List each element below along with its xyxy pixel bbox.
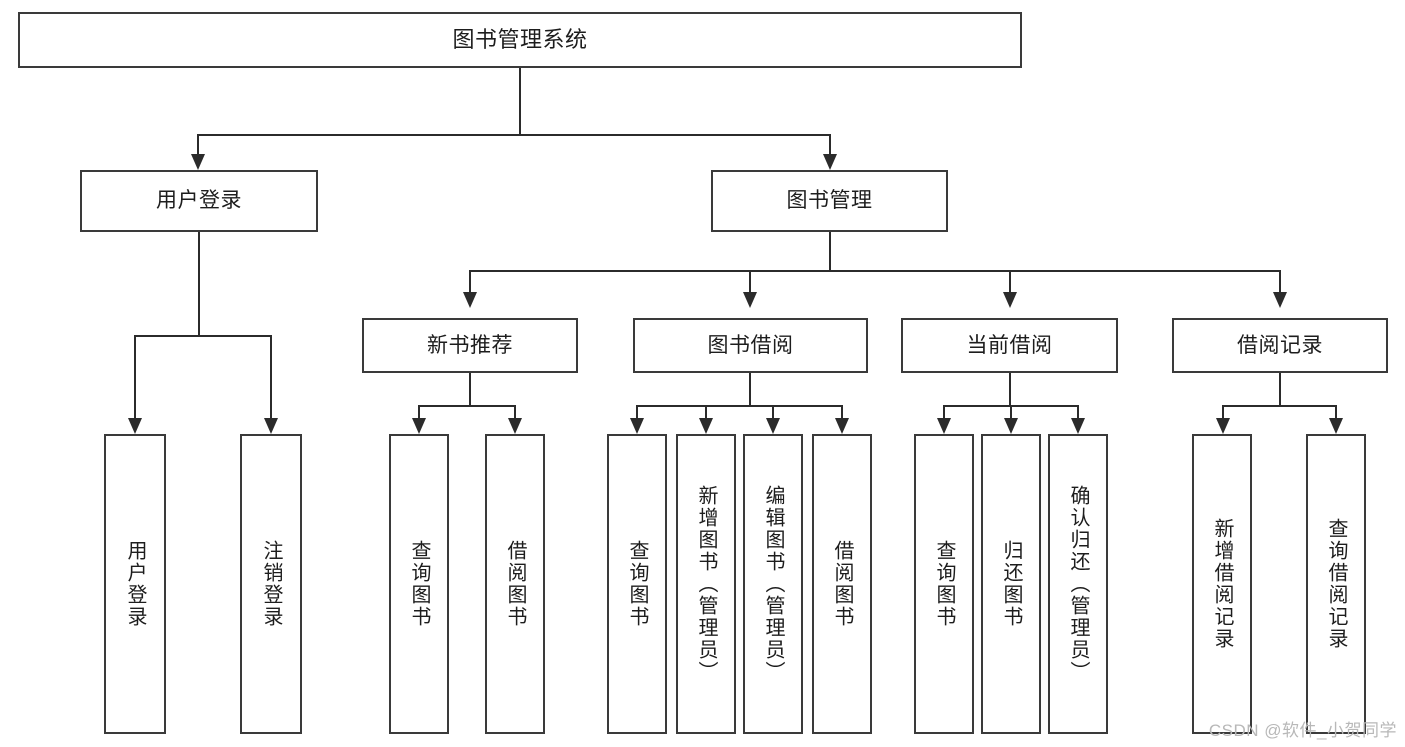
leaf-current-query-book[interactable]: 查询图书 [914,434,974,734]
edge-root-to-login [197,134,199,156]
edge-login-stem [198,232,200,336]
node-borrow-records-label: 借阅记录 [1237,333,1323,357]
edge-records-stem [1279,373,1281,407]
leaf-borrow-borrow-book[interactable]: 借阅图书 [812,434,872,734]
edge-current-stem [1009,373,1011,407]
leaf-current-confirm-return[interactable]: 确认归还（管理员） [1048,434,1108,734]
node-book-borrow[interactable]: 图书借阅 [633,318,868,373]
edge-books-bus [469,270,1281,272]
leaf-user-login[interactable]: 用户登录 [104,434,166,734]
arrow-login-to-leaf-1 [128,418,142,434]
arrow-current-to-leaf-3 [1071,418,1085,434]
arrow-current-to-leaf-2 [1004,418,1018,434]
leaf-borrow-query-book[interactable]: 查询图书 [607,434,667,734]
arrow-recommend-to-leaf-2 [508,418,522,434]
edge-root-stem [519,68,521,135]
edge-books-stem [829,232,831,272]
edge-recommend-to-leaf-1 [418,405,420,420]
edge-login-bus [134,335,271,337]
edge-borrow-to-leaf-3 [772,405,774,420]
node-user-login[interactable]: 用户登录 [80,170,318,232]
node-user-login-label: 用户登录 [156,189,242,213]
arrow-current-to-leaf-1 [937,418,951,434]
arrow-books-to-l3-2 [743,292,757,308]
edge-books-to-l3-1 [469,270,471,294]
leaf-borrow-edit-book[interactable]: 编辑图书（管理员） [743,434,803,734]
node-borrow-records[interactable]: 借阅记录 [1172,318,1388,373]
node-current-borrow-label: 当前借阅 [966,333,1053,357]
node-new-book-recommend-label: 新书推荐 [427,333,513,357]
node-book-management[interactable]: 图书管理 [711,170,948,232]
arrow-login-to-leaf-2 [264,418,278,434]
arrow-books-to-l3-1 [463,292,477,308]
node-book-borrow-label: 图书借阅 [707,333,794,357]
arrow-books-to-l3-3 [1003,292,1017,308]
node-current-borrow[interactable]: 当前借阅 [901,318,1118,373]
edge-records-to-leaf-2 [1335,405,1337,420]
edge-current-to-leaf-3 [1077,405,1079,420]
arrow-records-to-leaf-2 [1329,418,1343,434]
arrow-recommend-to-leaf-1 [412,418,426,434]
edge-login-to-leaf-2 [270,335,272,420]
node-root-label: 图书管理系统 [452,26,588,52]
leaf-records-add-record-label: 新增借阅记录 [1211,518,1233,650]
leaf-recommend-borrow-book[interactable]: 借阅图书 [485,434,545,734]
arrow-borrow-to-leaf-1 [630,418,644,434]
edge-borrow-to-leaf-4 [841,405,843,420]
node-new-book-recommend[interactable]: 新书推荐 [362,318,578,373]
edge-books-to-l3-3 [1009,270,1011,294]
edge-records-to-leaf-1 [1222,405,1224,420]
node-root[interactable]: 图书管理系统 [18,12,1022,68]
arrow-root-to-books [823,154,837,170]
node-book-management-label: 图书管理 [786,189,873,213]
leaf-user-login-label: 用户登录 [124,540,146,628]
arrow-borrow-to-leaf-4 [835,418,849,434]
edge-root-bus [197,134,831,136]
edge-current-to-leaf-1 [943,405,945,420]
edge-recommend-bus [418,405,516,407]
leaf-current-return-book[interactable]: 归还图书 [981,434,1041,734]
arrow-root-to-login [191,154,205,170]
leaf-recommend-query-book-label: 查询图书 [408,540,430,628]
leaf-records-query-record[interactable]: 查询借阅记录 [1306,434,1366,734]
edge-root-to-books [829,134,831,156]
edge-recommend-to-leaf-2 [514,405,516,420]
leaf-borrow-query-book-label: 查询图书 [626,540,648,628]
arrow-books-to-l3-4 [1273,292,1287,308]
leaf-current-return-book-label: 归还图书 [1000,540,1022,628]
leaf-logout[interactable]: 注销登录 [240,434,302,734]
leaf-borrow-edit-book-label: 编辑图书（管理员） [762,485,784,683]
edge-borrow-to-leaf-2 [705,405,707,420]
edge-books-to-l3-2 [749,270,751,294]
edge-borrow-stem [749,373,751,407]
leaf-current-confirm-return-label: 确认归还（管理员） [1067,485,1089,683]
edge-borrow-to-leaf-1 [636,405,638,420]
leaf-records-add-record[interactable]: 新增借阅记录 [1192,434,1252,734]
leaf-records-query-record-label: 查询借阅记录 [1325,518,1347,650]
arrow-records-to-leaf-1 [1216,418,1230,434]
edge-borrow-bus [636,405,842,407]
edge-recommend-stem [469,373,471,407]
edge-books-to-l3-4 [1279,270,1281,294]
edge-records-bus [1222,405,1337,407]
edge-login-to-leaf-1 [134,335,136,420]
leaf-borrow-add-book[interactable]: 新增图书（管理员） [676,434,736,734]
arrow-borrow-to-leaf-3 [766,418,780,434]
leaf-recommend-borrow-book-label: 借阅图书 [504,540,526,628]
leaf-borrow-borrow-book-label: 借阅图书 [831,540,853,628]
leaf-logout-label: 注销登录 [260,540,282,628]
edge-current-to-leaf-2 [1010,405,1012,420]
arrow-borrow-to-leaf-2 [699,418,713,434]
leaf-recommend-query-book[interactable]: 查询图书 [389,434,449,734]
leaf-current-query-book-label: 查询图书 [933,540,955,628]
leaf-borrow-add-book-label: 新增图书（管理员） [695,485,717,683]
